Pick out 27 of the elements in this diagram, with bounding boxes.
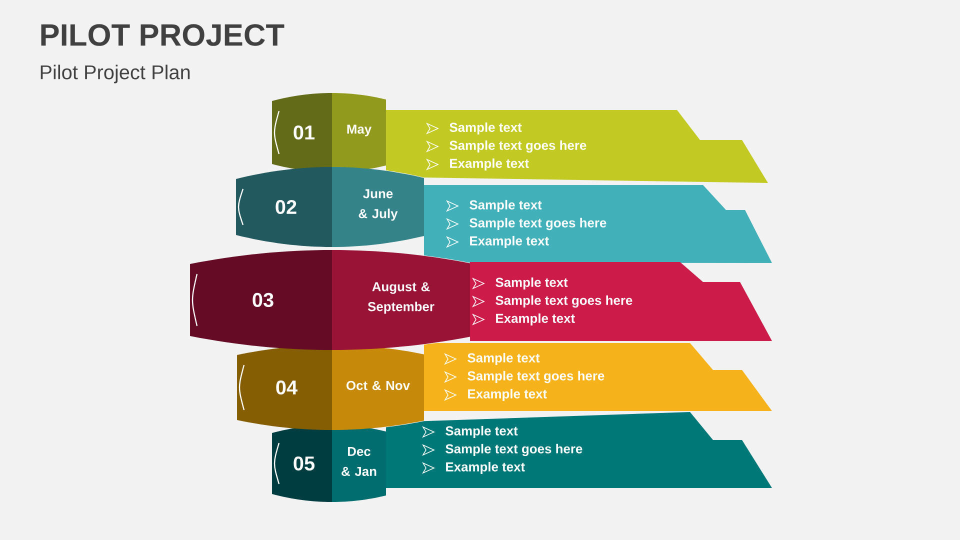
month-segment: May: [332, 93, 386, 172]
month-segment: Dec & Jan: [332, 425, 386, 502]
list-item: Sample text goes here: [450, 140, 586, 153]
list-item: Sample text goes here: [496, 295, 632, 308]
list-item: Sample text goes here: [470, 218, 606, 230]
list-item: Example text: [450, 158, 529, 171]
number-segment: 02: [236, 167, 332, 247]
banner: [386, 110, 768, 183]
list-item: Sample text: [446, 426, 518, 438]
list-item: Sample text: [450, 122, 522, 135]
number-segment: 01: [272, 93, 332, 172]
list-item: Sample text: [496, 277, 568, 290]
list-item: Example text: [468, 388, 547, 402]
list-item: Sample text goes here: [468, 370, 604, 384]
list-item: Example text: [470, 236, 549, 248]
list-item: Sample text: [468, 352, 540, 366]
list-item: Example text: [446, 462, 525, 474]
subtitle: Pilot Project Plan: [40, 64, 190, 84]
banner: [386, 412, 772, 488]
title: PILOT PROJECT: [41, 24, 284, 46]
month-segment: June & July: [332, 167, 424, 247]
banner: [424, 343, 772, 411]
banner: [470, 262, 772, 341]
list-item: Sample text: [470, 200, 542, 212]
list-item: Sample text goes here: [446, 444, 582, 456]
list-item: Example text: [496, 313, 575, 326]
month-segment: August & September: [332, 250, 470, 350]
